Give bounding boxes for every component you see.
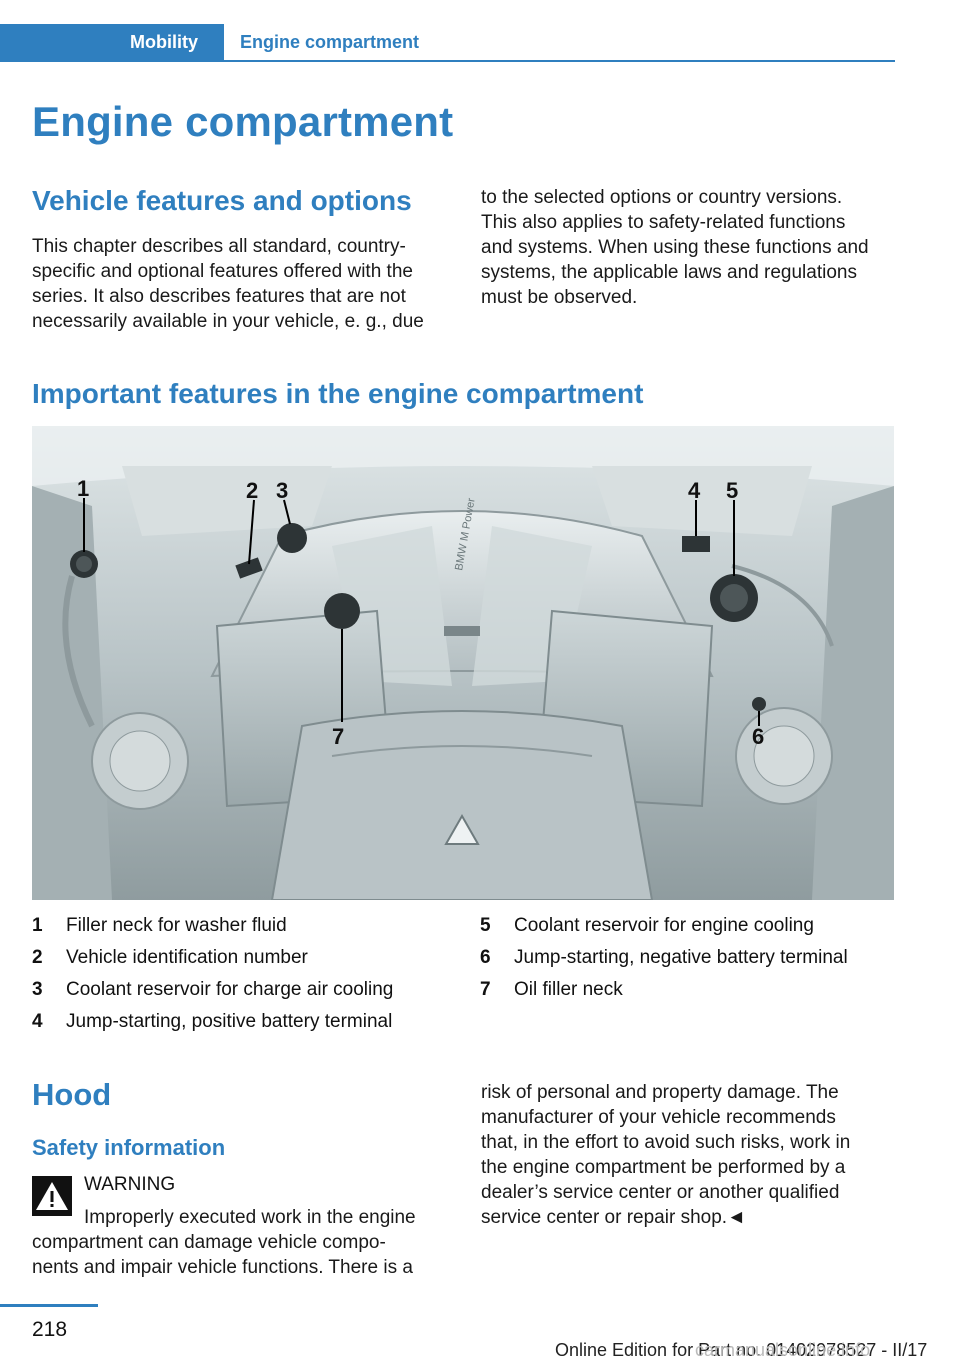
- tab-engine-compartment[interactable]: Engine compartment: [240, 32, 420, 52]
- text-line: must be observed.: [481, 287, 638, 308]
- text-line: risk of personal and property damage. Th…: [481, 1082, 839, 1103]
- text-line: systems, the applicable laws and regulat…: [481, 262, 857, 283]
- text-line: the engine compartment be performed by a: [481, 1157, 846, 1178]
- warning-label: WARNING: [84, 1174, 176, 1195]
- watermark: carmanualsonline.info: [695, 1340, 871, 1360]
- legend-number: 4: [32, 1011, 43, 1032]
- text-line: Improperly executed work in the engine: [84, 1207, 416, 1228]
- legend-item: 2 Vehicle identification number: [32, 942, 462, 974]
- legend-item: 4 Jump-starting, positive battery termin…: [32, 1006, 462, 1038]
- warning-text-left: Improperly executed work in the engine c…: [32, 1205, 462, 1280]
- section-heading-vehicle-features: Vehicle features and options: [32, 185, 412, 216]
- text-line: to the selected options or country versi…: [481, 187, 843, 208]
- text-line: This also applies to safety-related func…: [481, 212, 846, 233]
- legend-text: Coolant reservoir for charge air cooling: [66, 979, 394, 1000]
- legend-text: Jump-starting, negative battery terminal: [514, 947, 848, 968]
- figure-callout: 5: [726, 478, 738, 503]
- subheading-safety-information: Safety information: [32, 1135, 226, 1160]
- legend-item: 6 Jump-starting, negative battery termin…: [480, 942, 910, 974]
- legend-left: 1 Filler neck for washer fluid 2 Vehicle…: [32, 910, 462, 1038]
- legend-number: 6: [480, 947, 491, 968]
- text-line: compartment can damage vehicle compo-: [32, 1232, 386, 1253]
- warning-triangle-icon: [32, 1176, 72, 1216]
- legend-item: 3 Coolant reservoir for charge air cooli…: [32, 974, 462, 1006]
- engine-compartment-figure: BMW M Power 1 2 3 4 5 6 7: [32, 426, 894, 900]
- header-tab-bar: Mobility Engine compartment: [0, 24, 895, 62]
- text-line: dealer’s service center or another quali…: [481, 1182, 840, 1203]
- figure-callout: 1: [77, 476, 89, 501]
- intro-text-left: This chapter describes all standard, cou…: [32, 234, 452, 334]
- text-line: and systems. When using these functions …: [481, 237, 869, 258]
- page-title: Engine compartment: [32, 98, 454, 145]
- intro-text-right: to the selected options or country versi…: [481, 185, 901, 310]
- legend-number: 1: [32, 915, 43, 936]
- legend-right: 5 Coolant reservoir for engine cooling 6…: [480, 910, 910, 1006]
- text-line: service center or repair shop.◄: [481, 1207, 746, 1228]
- text-line: necessarily available in your vehicle, e…: [32, 311, 424, 332]
- legend-text: Vehicle identification number: [66, 947, 308, 968]
- legend-number: 7: [480, 979, 491, 1000]
- section-heading-hood: Hood: [32, 1077, 112, 1112]
- text-line: series. It also describes features that …: [32, 286, 406, 307]
- legend-item: 1 Filler neck for washer fluid: [32, 910, 462, 942]
- legend-text: Oil filler neck: [514, 979, 623, 1000]
- footer-rule: [0, 1304, 98, 1307]
- page-number: 218: [32, 1318, 68, 1341]
- warning-text-right: risk of personal and property damage. Th…: [481, 1080, 901, 1230]
- legend-item: 7 Oil filler neck: [480, 974, 910, 1006]
- edition-info: Online Edition for Part no. 01402978527 …: [555, 1340, 928, 1360]
- text-line: This chapter describes all standard, cou…: [32, 236, 406, 257]
- legend-text: Filler neck for washer fluid: [66, 915, 287, 936]
- legend-text: Jump-starting, positive battery terminal: [66, 1011, 393, 1032]
- figure-callout: 2: [246, 478, 258, 503]
- figure-callout: 6: [752, 724, 764, 749]
- text-line: specific and optional features offered w…: [32, 261, 413, 282]
- legend-text: Coolant reservoir for engine cooling: [514, 915, 814, 936]
- legend-number: 3: [32, 979, 43, 1000]
- legend-number: 2: [32, 947, 43, 968]
- figure-callout: 7: [332, 724, 344, 749]
- legend-number: 5: [480, 915, 491, 936]
- text-line: manufacturer of your vehicle recommends: [481, 1107, 836, 1128]
- engine-illustration: BMW M Power 1 2 3 4 5 6 7: [32, 426, 894, 900]
- tab-mobility[interactable]: Mobility: [0, 24, 224, 60]
- legend-item: 5 Coolant reservoir for engine cooling: [480, 910, 910, 942]
- figure-callout: 4: [688, 478, 701, 503]
- section-heading-important-features: Important features in the engine compart…: [32, 378, 644, 409]
- text-line: that, in the effort to avoid such risks,…: [481, 1132, 851, 1153]
- figure-callout: 3: [276, 478, 288, 503]
- text-line: nents and impair vehicle functions. Ther…: [32, 1257, 413, 1278]
